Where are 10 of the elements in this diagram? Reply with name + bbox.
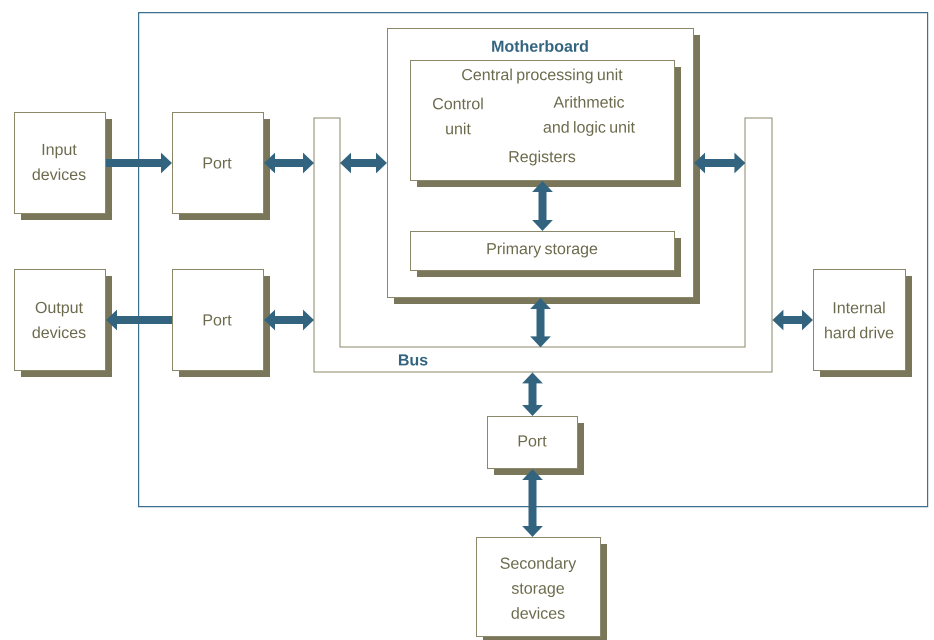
port-box: Port <box>172 112 270 220</box>
port-box: Port <box>487 416 584 475</box>
cpu-box: Central processing unit Control unit Arithmetic and logic unit Registers <box>410 60 681 187</box>
device-box: Output devices <box>14 269 112 377</box>
computer-frame <box>138 12 928 508</box>
port-box: Port <box>172 269 270 377</box>
device-box: Secondary storage devices <box>476 537 607 640</box>
device-box: Input devices <box>14 112 112 220</box>
storage-box: Primary storage <box>410 231 681 277</box>
drive-box: Internal hard drive <box>813 269 912 377</box>
